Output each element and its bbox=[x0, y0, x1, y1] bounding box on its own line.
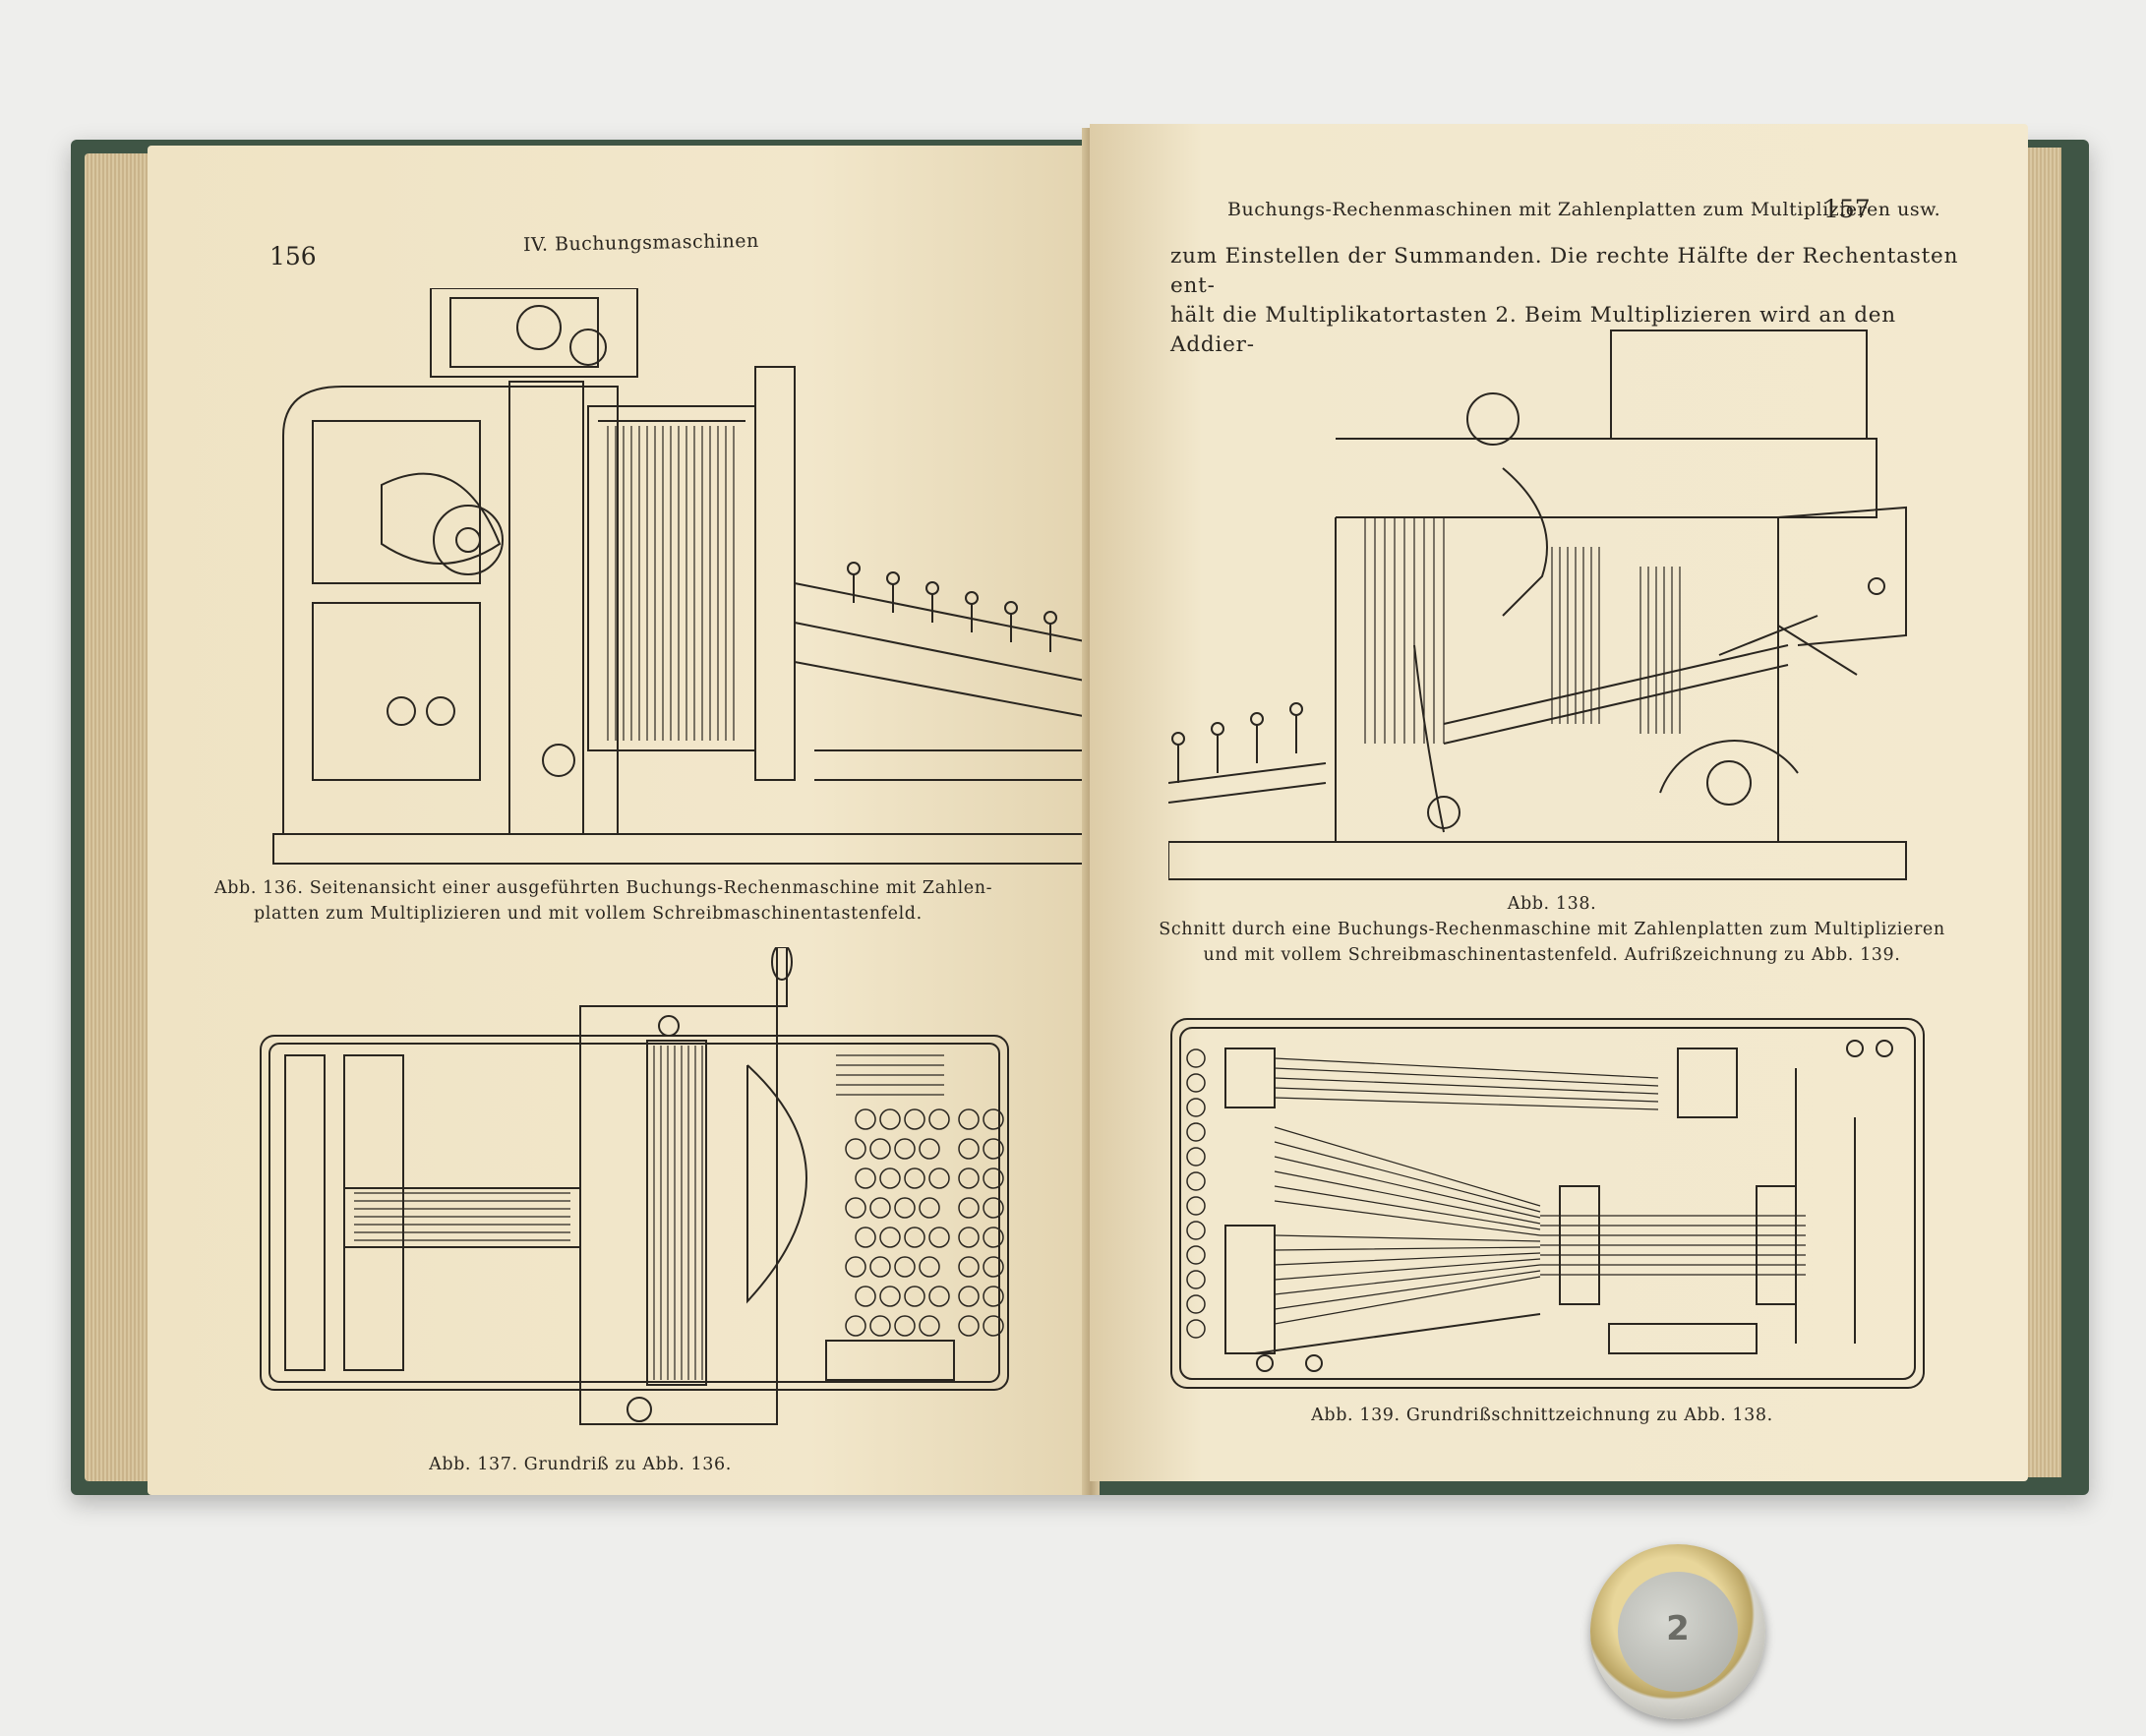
figure-138-drawing bbox=[1168, 321, 1916, 881]
page-number-right: 157 bbox=[1823, 195, 1871, 223]
figure-138-caption-line-1: Schnitt durch eine Buchungs-Rechenmaschi… bbox=[1159, 920, 1945, 939]
page-edges-left bbox=[85, 153, 153, 1481]
figure-137-caption: Abb. 137. Grundriß zu Abb. 136. bbox=[429, 1455, 732, 1474]
figure-139-drawing bbox=[1166, 891, 1934, 1393]
euro-coin-denomination: 2 bbox=[1666, 1609, 1690, 1648]
running-head-right: Buchungs-Rechenmaschinen mit Zahlenplatt… bbox=[1227, 199, 1941, 220]
figure-138-label: Abb. 138. bbox=[1507, 894, 1597, 914]
figure-139-caption: Abb. 139. Grundrißschnittzeichnung zu Ab… bbox=[1311, 1406, 1773, 1425]
euro-coin: 2 bbox=[1590, 1544, 1765, 1719]
figure-136-drawing bbox=[264, 288, 1149, 868]
body-text-line-2: hält die Multiplikatortasten 2. Beim Mul… bbox=[1170, 303, 1896, 357]
figure-137-drawing bbox=[256, 947, 1013, 1434]
figure-136-caption: Abb. 136. Seitenansicht einer ausgeführt… bbox=[195, 875, 1080, 927]
figure-138-caption: Abb. 138. Schnitt durch eine Buchungs-Re… bbox=[1119, 891, 1985, 968]
body-text-line-1: zum Einstellen der Summanden. Die rechte… bbox=[1170, 244, 1959, 298]
left-page: 156 IV. Buchungsmaschinen bbox=[148, 146, 1140, 1495]
body-text: zum Einstellen der Summanden. Die rechte… bbox=[1170, 242, 1977, 360]
euro-coin-center: 2 bbox=[1618, 1572, 1738, 1692]
figure-136-caption-line-2: platten zum Multiplizieren und mit volle… bbox=[254, 904, 923, 924]
right-page: Buchungs-Rechenmaschinen mit Zahlenplatt… bbox=[1090, 124, 2028, 1481]
page-number-left: 156 bbox=[269, 242, 317, 270]
figure-138-caption-line-2: und mit vollem Schreibmaschinentastenfel… bbox=[1203, 945, 1901, 965]
running-head-left: IV. Buchungsmaschinen bbox=[522, 229, 759, 257]
figure-136-caption-line-1: Abb. 136. Seitenansicht einer ausgeführt… bbox=[214, 878, 993, 898]
